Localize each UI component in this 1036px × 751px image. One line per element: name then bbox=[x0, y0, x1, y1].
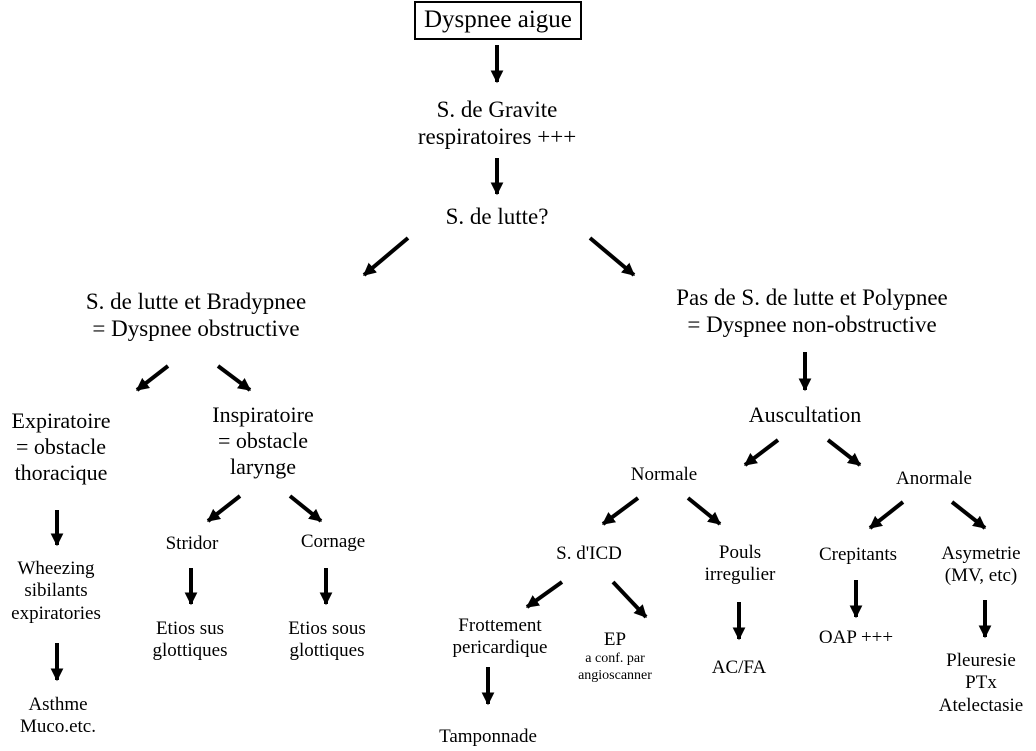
node-frottement-line-1: Frottement bbox=[458, 615, 542, 636]
node-pouls-line-2: irregulier bbox=[704, 564, 776, 586]
node-gravite-line-1: S. de Gravite bbox=[436, 97, 558, 122]
node-dyspnee-obstructive: S. de lutte et Bradypnee = Dyspnee obstr… bbox=[46, 288, 346, 342]
node-inspiratoire-line-3: larynge bbox=[230, 453, 296, 479]
node-asthme-line-1: Asthme bbox=[28, 694, 88, 715]
node-obstructive-line-1: S. de lutte et Bradypnee bbox=[85, 289, 307, 314]
node-frottement-line-2: pericardique bbox=[452, 637, 548, 659]
node-etios-sus-line-1: Etios sus bbox=[155, 618, 225, 639]
arrow-auscultation-to-normale bbox=[743, 438, 780, 467]
arrow-inspiratoire-to-cornage bbox=[288, 494, 323, 523]
arrow-normale-to-icd bbox=[601, 496, 640, 526]
node-inspiratoire: Inspiratoire = obstacle larynge bbox=[196, 402, 330, 480]
node-wheezing-line-2: sibilants bbox=[24, 580, 88, 602]
node-expiratoire-line-2: = obstacle bbox=[16, 433, 106, 459]
node-lutte: S. de lutte? bbox=[418, 203, 576, 230]
node-oap-label: OAP +++ bbox=[818, 627, 894, 648]
node-ep-note-line-1: a conf. par bbox=[585, 651, 645, 667]
node-inspiratoire-line-2: = obstacle bbox=[218, 427, 308, 453]
node-etios-sous-line-1: Etios sous bbox=[288, 618, 366, 639]
node-asthme: Asthme Muco.etc. bbox=[0, 694, 116, 739]
arrow-lutte-to-obstructive bbox=[362, 236, 410, 277]
node-dyspnee-aigue-label: Dyspnee aigue bbox=[424, 6, 572, 33]
node-stridor: Stridor bbox=[150, 533, 234, 555]
node-cornage: Cornage bbox=[284, 531, 382, 553]
node-cornage-label: Cornage bbox=[300, 531, 366, 552]
node-dyspnee-aigue: Dyspnee aigue bbox=[414, 1, 582, 40]
node-gravite-line-2: respiratoires +++ bbox=[417, 124, 577, 150]
node-wheezing-line-1: Wheezing bbox=[17, 558, 95, 579]
arrow-lutte-to-non-obstructive bbox=[588, 236, 636, 277]
node-obstructive-line-2: = Dyspnee obstructive bbox=[92, 316, 300, 342]
node-dyspnee-non-obstructive: Pas de S. de lutte et Polypnee = Dyspnee… bbox=[640, 284, 984, 338]
node-etios-sous: Etios sous glottiques bbox=[272, 618, 382, 663]
node-expiratoire-line-3: thoracique bbox=[14, 459, 108, 485]
node-anormale: Anormale bbox=[880, 468, 988, 490]
node-anormale-label: Anormale bbox=[896, 468, 972, 489]
node-normale: Normale bbox=[614, 464, 714, 486]
node-asymetrie-line-2: (MV, etc) bbox=[944, 565, 1018, 587]
node-lutte-label: S. de lutte? bbox=[445, 204, 549, 229]
node-oap: OAP +++ bbox=[800, 627, 912, 649]
node-crepitants: Crepitants bbox=[800, 544, 916, 566]
arrow-auscultation-to-anormale bbox=[826, 438, 862, 467]
node-non-obstructive-line-1: Pas de S. de lutte et Polypnee bbox=[676, 285, 948, 310]
node-gravite: S. de Gravite respiratoires +++ bbox=[398, 96, 596, 150]
node-icd: S. d'ICD bbox=[540, 543, 638, 565]
arrow-anormale-to-asymetrie bbox=[950, 500, 987, 530]
node-pleuresie-line-1: Pleuresie bbox=[946, 650, 1016, 671]
node-expiratoire: Expiratoire = obstacle thoracique bbox=[0, 408, 122, 486]
node-asymetrie-line-1: Asymetrie bbox=[941, 543, 1021, 564]
arrow-icd-to-ep bbox=[611, 580, 648, 619]
arrow-inspiratoire-to-stridor bbox=[206, 494, 242, 523]
node-ep: EP a conf. par angioscanner bbox=[560, 629, 670, 684]
node-normale-label: Normale bbox=[630, 464, 698, 485]
node-pleuresie-line-3: Atelectasie bbox=[938, 694, 1024, 716]
node-pleuresie-line-2: PTx bbox=[965, 672, 997, 694]
node-wheezing: Wheezing sibilants expiratories bbox=[0, 558, 112, 625]
node-pleuresie: Pleuresie PTx Atelectasie bbox=[926, 650, 1036, 717]
node-inspiratoire-line-1: Inspiratoire bbox=[212, 402, 314, 427]
node-pouls-irregulier: Pouls irregulier bbox=[692, 542, 788, 587]
node-asthme-line-2: Muco.etc. bbox=[20, 716, 96, 738]
node-tamponnade-label: Tamponnade bbox=[439, 726, 537, 747]
node-etios-sus: Etios sus glottiques bbox=[140, 618, 240, 663]
node-auscultation: Auscultation bbox=[730, 402, 880, 428]
node-crepitants-label: Crepitants bbox=[818, 544, 898, 565]
node-asymetrie: Asymetrie (MV, etc) bbox=[926, 543, 1036, 588]
node-acfa-label: AC/FA bbox=[711, 657, 767, 678]
arrow-icd-to-frottement bbox=[525, 580, 564, 609]
node-stridor-label: Stridor bbox=[165, 533, 219, 554]
arrow-obstructive-to-inspiratoire bbox=[216, 364, 252, 392]
node-etios-sus-line-2: glottiques bbox=[152, 640, 228, 662]
node-etios-sous-line-2: glottiques bbox=[289, 640, 365, 662]
node-icd-label: S. d'ICD bbox=[556, 543, 622, 564]
node-auscultation-label: Auscultation bbox=[748, 402, 862, 427]
arrow-anormale-to-crepitants bbox=[868, 500, 905, 530]
node-expiratoire-line-1: Expiratoire bbox=[11, 408, 111, 433]
arrow-obstructive-to-expiratoire bbox=[135, 364, 170, 392]
node-frottement-pericardique: Frottement pericardique bbox=[436, 615, 564, 660]
node-ep-note-line-2: angioscanner bbox=[578, 667, 652, 683]
node-tamponnade: Tamponnade bbox=[418, 726, 558, 748]
node-wheezing-line-3: expiratories bbox=[11, 602, 101, 624]
node-ep-title: EP bbox=[603, 629, 627, 650]
node-non-obstructive-line-2: = Dyspnee non-obstructive bbox=[687, 312, 937, 338]
node-acfa: AC/FA bbox=[694, 657, 784, 679]
node-pouls-line-1: Pouls bbox=[718, 542, 762, 563]
arrow-normale-to-pouls bbox=[686, 496, 722, 526]
